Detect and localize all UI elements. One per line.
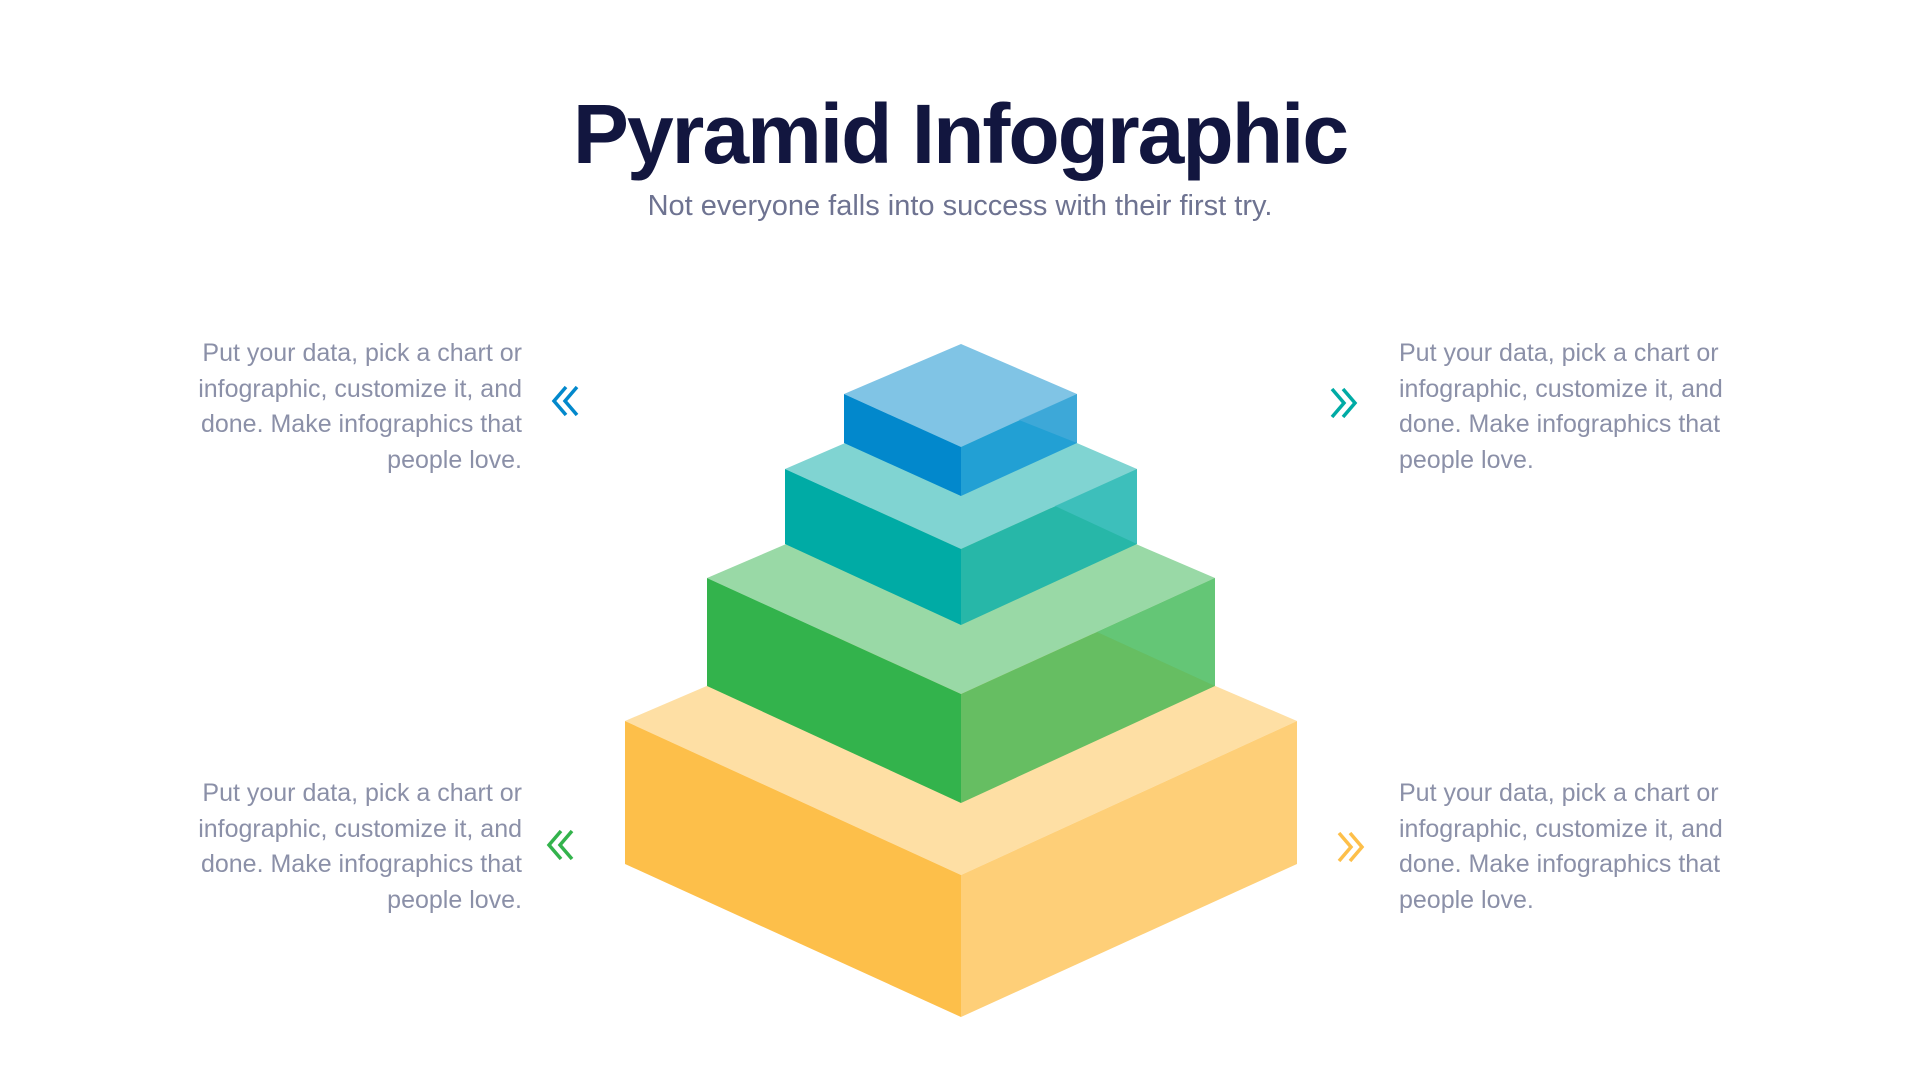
text-block-top-left: Put your data, pick a chart or infograph… (198, 339, 522, 474)
text-block-bottom-left: Put your data, pick a chart or infograph… (198, 779, 522, 914)
page-subtitle: Not everyone falls into success with the… (647, 190, 1273, 222)
double-chevron-left-icon (551, 385, 579, 417)
text-block-top-right: Put your data, pick a chart or infograph… (1399, 339, 1723, 474)
double-chevron-right-icon (1330, 387, 1358, 419)
page-title: Pyramid Infographic (572, 87, 1349, 181)
double-chevron-left-icon (546, 829, 574, 861)
pyramid-tier-top (844, 344, 1077, 496)
double-chevron-right-icon (1337, 831, 1365, 863)
text-block-bottom-right: Put your data, pick a chart or infograph… (1399, 779, 1723, 914)
